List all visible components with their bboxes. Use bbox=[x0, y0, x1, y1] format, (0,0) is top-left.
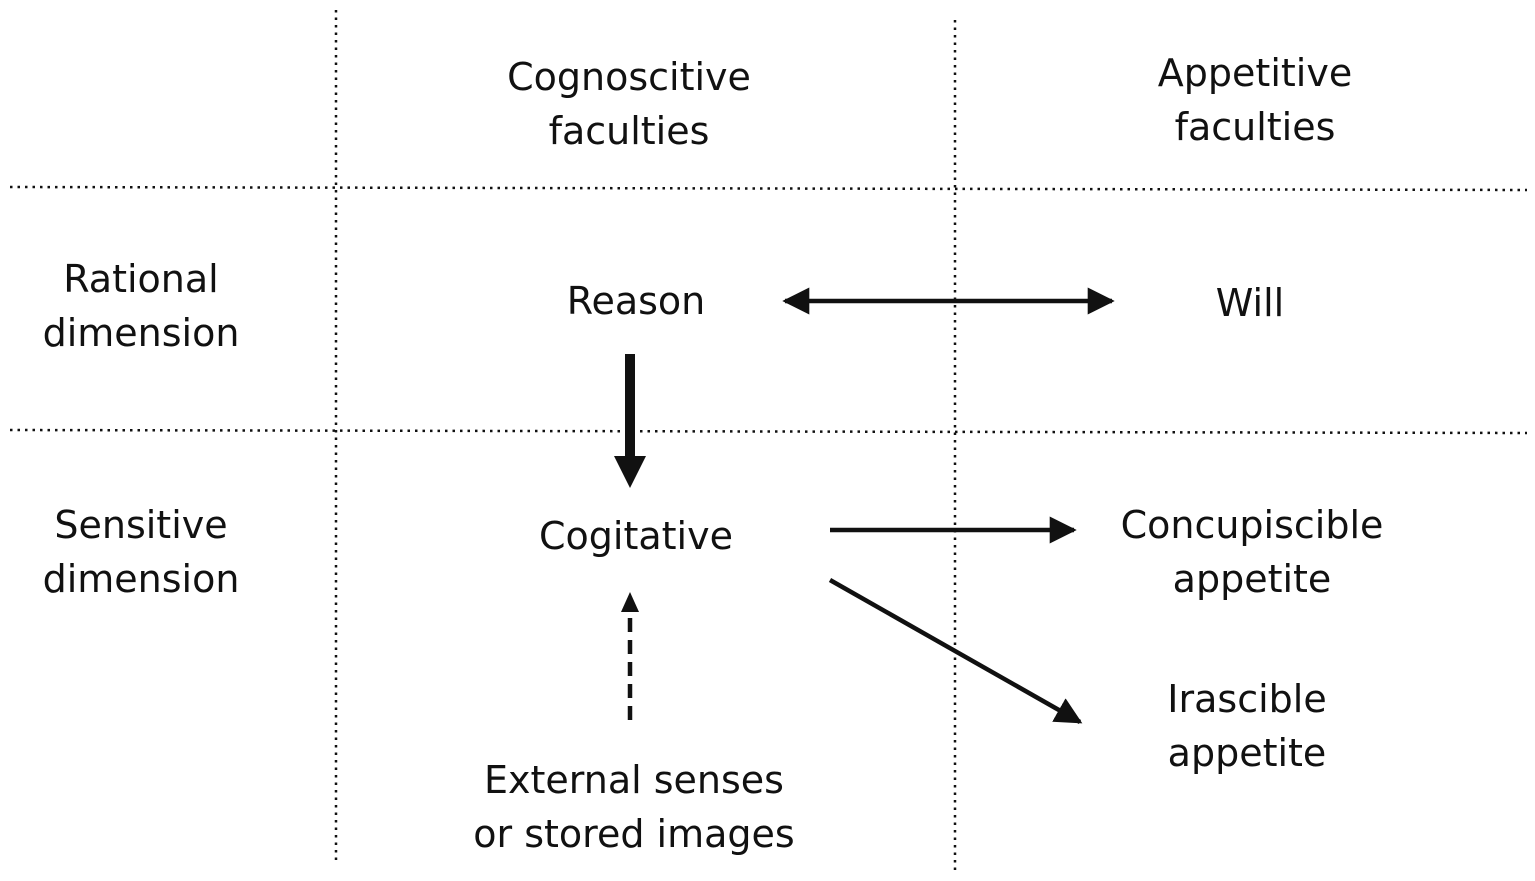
column-header-cognoscitive: Cognoscitive faculties bbox=[507, 50, 751, 158]
column-header-appetitive: Appetitive faculties bbox=[1158, 46, 1352, 154]
node-external-senses: External senses or stored images bbox=[473, 753, 794, 861]
node-irascible-line1: Irascible bbox=[1167, 677, 1327, 721]
row-divider-bottom bbox=[9, 428, 1528, 435]
arrow-external-cogitative-head bbox=[621, 592, 639, 612]
arrow-cogitative-irascible bbox=[828, 578, 1083, 724]
node-irascible: Irascible appetite bbox=[1167, 672, 1326, 780]
row-header-sensitive-line1: Sensitive bbox=[54, 503, 228, 547]
row-header-sensitive: Sensitive dimension bbox=[43, 498, 240, 606]
column-header-appetitive-line1: Appetitive bbox=[1157, 51, 1353, 95]
row-divider-top bbox=[9, 185, 1528, 192]
row-header-sensitive-line2: dimension bbox=[42, 557, 240, 601]
node-irascible-line2: appetite bbox=[1167, 731, 1327, 775]
node-concupiscible: Concupiscible appetite bbox=[1121, 498, 1384, 606]
node-cogitative: Cogitative bbox=[539, 509, 733, 563]
column-header-appetitive-line2: faculties bbox=[1174, 105, 1336, 149]
node-concupiscible-line2: appetite bbox=[1172, 557, 1332, 601]
node-will: Will bbox=[1216, 276, 1284, 330]
row-header-rational-line2: dimension bbox=[42, 311, 240, 355]
node-external-senses-line1: External senses bbox=[484, 758, 784, 802]
row-header-rational-line1: Rational bbox=[63, 257, 219, 301]
node-external-senses-line2: or stored images bbox=[473, 812, 795, 856]
arrow-reason-cogitative-head bbox=[614, 456, 646, 488]
node-will-label: Will bbox=[1215, 281, 1285, 325]
row-header-rational: Rational dimension bbox=[43, 252, 240, 360]
column-header-cognoscitive-line1: Cognoscitive bbox=[507, 55, 751, 99]
node-reason-label: Reason bbox=[566, 279, 706, 323]
column-header-cognoscitive-line2: faculties bbox=[548, 109, 710, 153]
node-reason: Reason bbox=[567, 274, 706, 328]
node-concupiscible-line1: Concupiscible bbox=[1120, 503, 1384, 547]
node-cogitative-label: Cogitative bbox=[539, 514, 733, 558]
